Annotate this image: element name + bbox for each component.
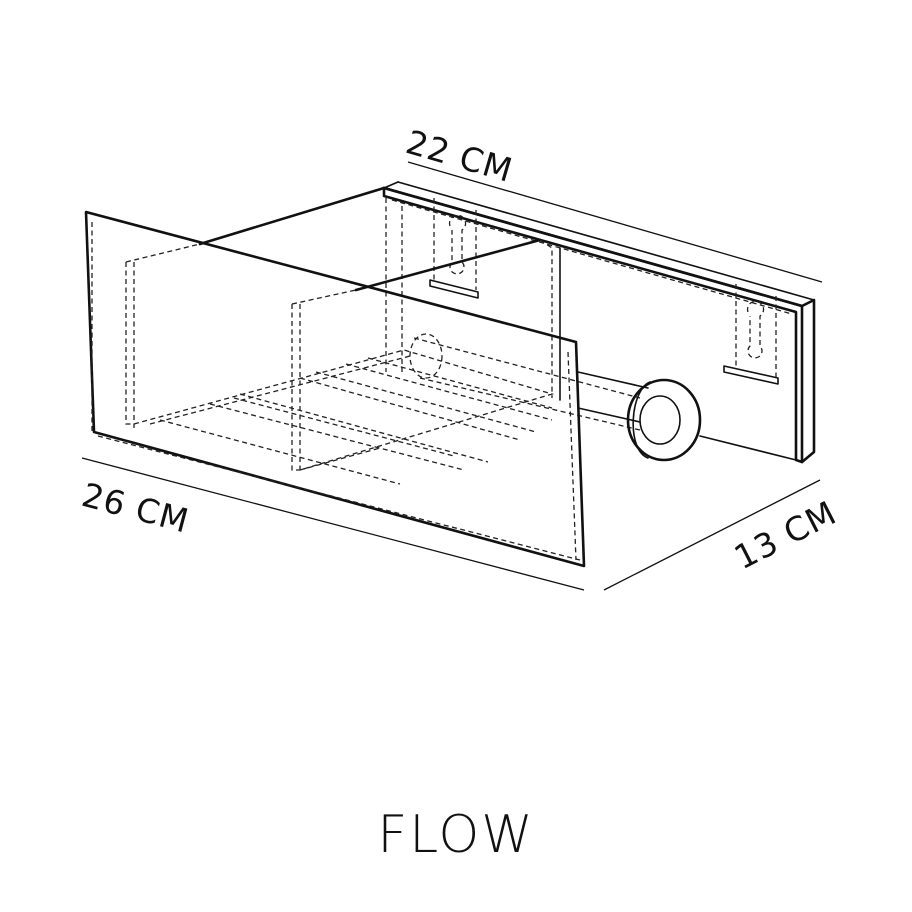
shelf-slat: [299, 377, 521, 441]
shelf-slat: [159, 419, 401, 485]
back-panel-hidden-edge: [391, 199, 793, 315]
dimension-top: 22 CM: [402, 122, 823, 283]
dimension-left: 26 CM: [78, 457, 585, 591]
dimension-line-left: [81, 457, 585, 591]
rod-hidden-end: [409, 333, 443, 379]
keyhole-icon: [746, 300, 765, 359]
shelf-slat: [345, 363, 553, 421]
back-panel-top-edge: [382, 186, 804, 464]
shelf-outline: [133, 349, 555, 471]
inner-mid-top: [291, 289, 357, 305]
back-panel-corner: [383, 181, 399, 189]
front-panel: [84, 210, 586, 568]
shelf-slat: [233, 397, 455, 457]
front-panel-bottom-inner: [97, 435, 581, 561]
dimension-right: 13 CM: [603, 479, 843, 591]
product-title: FLOW: [377, 805, 534, 865]
front-panel-right-inner: [567, 351, 577, 561]
keyhole-bracket-right: [723, 284, 779, 385]
dimension-label-depth: 13 CM: [728, 493, 843, 577]
shelf-slat: [367, 357, 553, 409]
keyhole-icon: [448, 214, 467, 275]
box-top-edge-left: [198, 186, 386, 246]
dimension-line-top: [407, 161, 823, 283]
inner-left-top: [125, 243, 201, 263]
box-top-edge-right: [354, 238, 542, 292]
shelf-front-edge: [299, 447, 381, 471]
knob-outer: [626, 378, 702, 462]
back-panel: [382, 181, 816, 464]
inner-structure: [125, 239, 641, 485]
shelf-slat: [209, 403, 465, 471]
bracket-left-sides: [433, 198, 477, 290]
box-top-edges: [198, 186, 542, 292]
rod-hidden-body: [413, 337, 641, 431]
inner-mid-wall: [291, 304, 300, 471]
back-panel-back-edge: [397, 181, 815, 301]
dimension-label-width: 22 CM: [402, 122, 518, 190]
rod-top-edge: [577, 371, 649, 389]
knob-inner: [639, 395, 681, 445]
shelf-back-edge: [149, 355, 411, 425]
shelf-slat: [315, 371, 537, 433]
inner-right-wall: [539, 239, 553, 398]
dimension-label-length: 26 CM: [78, 475, 193, 541]
bracket-right-sides: [735, 284, 777, 378]
knob-rim: [632, 381, 651, 459]
back-panel-bottom-edge: [699, 435, 797, 461]
front-panel-outline: [84, 210, 586, 568]
rod-knob: [626, 378, 702, 462]
inner-left-wall: [125, 262, 134, 425]
shelf-slat: [239, 393, 489, 463]
towel-rod: [577, 371, 649, 423]
rod-bottom-edge: [577, 407, 641, 423]
dimension-line-right: [603, 479, 821, 591]
bracket-right-base: [723, 365, 779, 385]
bracket-left-base: [429, 279, 479, 299]
back-panel-outline: [382, 186, 816, 464]
keyhole-bracket-left: [429, 198, 479, 299]
